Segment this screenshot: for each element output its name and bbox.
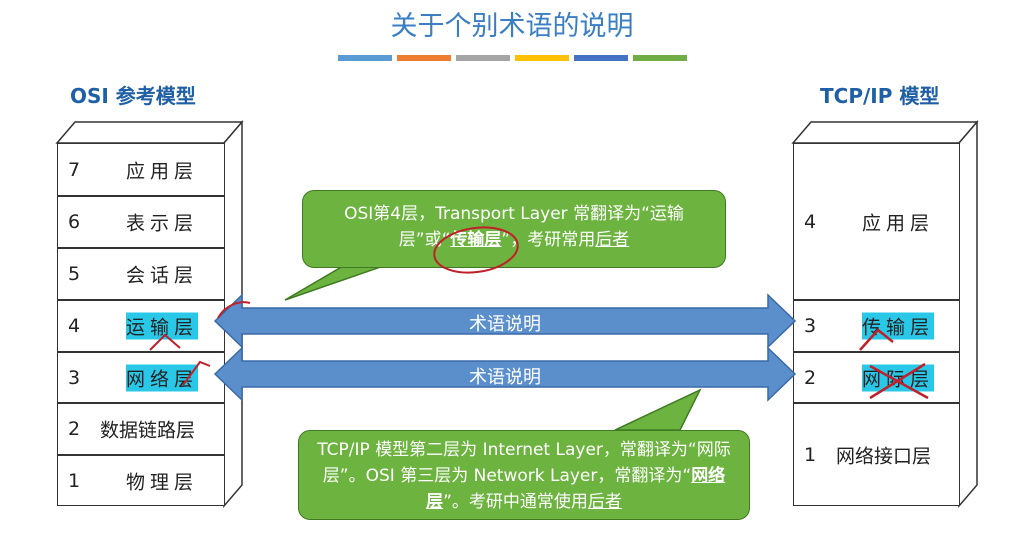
check-annotation [182, 360, 211, 386]
layer-label: 会话层 [126, 264, 199, 287]
osi-layer-4: 4 运输层 [57, 300, 225, 352]
layer-number: 3 [68, 366, 81, 389]
color-bar [574, 55, 628, 61]
check-annotation [859, 328, 894, 351]
layer-label: 网络层 [126, 364, 199, 391]
callout-emphasis: 后者 [595, 230, 630, 250]
callout-text: TCP/IP 模型第二层为 Internet Layer，常翻译为“网际层”。O… [317, 440, 731, 486]
color-bar [456, 55, 510, 61]
layer-number: 1 [68, 469, 81, 492]
callout-emphasis: 后者 [587, 492, 622, 512]
layer-number: 3 [804, 315, 817, 337]
osi-layer-1: 1 物理层 [57, 455, 225, 506]
tcpip-layer-4: 4 应用层 [793, 143, 960, 300]
double-arrow-top [213, 293, 797, 349]
callout-text: ”，考研常用 [501, 230, 596, 250]
layer-number: 2 [804, 366, 817, 389]
tcpip-header: TCP/IP 模型 [820, 84, 940, 108]
color-bar [397, 55, 451, 61]
osi-layer-5: 5 会话层 [57, 248, 225, 300]
layer-number: 5 [68, 263, 81, 285]
circle-annotation [433, 226, 519, 274]
layer-label: 网络接口层 [836, 445, 932, 467]
layer-number: 2 [68, 418, 81, 440]
layer-number: 7 [68, 158, 81, 181]
layer-number: 4 [68, 315, 81, 337]
double-arrow-bottom [213, 346, 797, 402]
osi-header: OSI 参考模型 [70, 84, 196, 108]
color-bar [515, 55, 569, 61]
layer-label: 表示层 [126, 212, 199, 235]
layer-number: 4 [804, 210, 817, 233]
osi-layer-3: 3 网络层 [57, 352, 225, 403]
layer-label: 应用层 [862, 212, 935, 234]
arrow-label-bottom: 术语说明 [469, 367, 541, 388]
slide-title: 关于个别术语的说明 [390, 11, 634, 42]
tcpip-layer-1: 1 网络接口层 [793, 403, 960, 506]
osi-layer-6: 6 表示层 [57, 196, 225, 248]
callout-term: 网络层 [426, 466, 726, 512]
layer-label: 数据链路层 [100, 419, 196, 442]
callout-text: ”。考研中通常使用 [443, 492, 588, 512]
layer-number: 1 [804, 443, 817, 466]
layer-label: 物理层 [126, 471, 199, 493]
check-annotation [149, 333, 181, 351]
curve-annotation [217, 301, 251, 319]
osi-layer-7: 7 应用层 [57, 143, 225, 196]
layer-label: 应用层 [126, 160, 199, 182]
callout-term: 传输层 [450, 230, 502, 250]
color-bar [633, 55, 687, 61]
arrow-label-top: 术语说明 [469, 314, 541, 335]
cross-annotation [869, 362, 929, 400]
color-bar [338, 55, 392, 61]
layer-label: 运输层 [126, 312, 199, 340]
layer-number: 6 [68, 211, 81, 233]
callout-network: TCP/IP 模型第二层为 Internet Layer，常翻译为“网际层”。O… [298, 430, 750, 520]
osi-layer-2: 2 数据链路层 [57, 403, 225, 455]
